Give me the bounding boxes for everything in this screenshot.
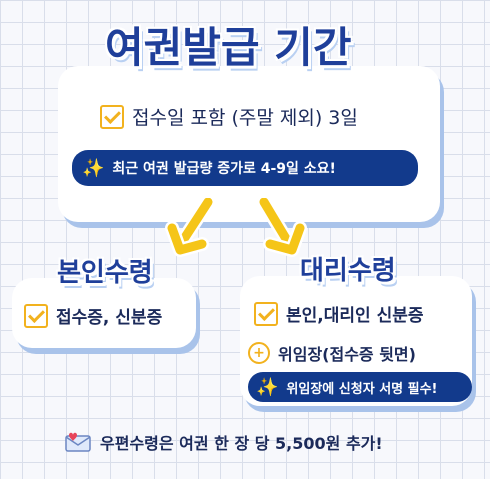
plus-circle-icon: + [248, 342, 270, 364]
self-pickup-row: 접수증, 신분증 [24, 303, 162, 328]
checkbox-icon [254, 301, 278, 326]
proxy-notice: ✨ 위임장에 신청자 서명 필수! [248, 372, 472, 402]
footer-row: 우편수령은 여권 한 장 당 5,500원 추가! [64, 430, 383, 454]
arrow-down-icon [257, 198, 307, 257]
proxy-item-row-1: 본인,대리인 신분증 [254, 301, 424, 326]
proxy-item-2: 위임장(접수증 뒷면) [278, 345, 416, 364]
period-notice-text: 최근 여권 발급량 증가로 4-9일 소요! [112, 161, 336, 177]
proxy-item-1: 본인,대리인 신분증 [286, 306, 424, 326]
proxy-notice-text: 위임장에 신청자 서명 필수! [286, 381, 438, 397]
period-check-row: 접수일 포함 (주말 제외) 3일 [100, 103, 358, 130]
period-notice: ✨ 최근 여권 발급량 증가로 4-9일 소요! [72, 150, 418, 186]
proxy-pickup-title: 대리수령 [300, 256, 396, 286]
page-title: 여권발급 기간 [105, 23, 352, 72]
envelope-heart-icon [65, 432, 91, 452]
period-text: 접수일 포함 (주말 제외) 3일 [132, 107, 358, 129]
footer-text: 우편수령은 여권 한 장 당 5,500원 추가! [100, 434, 383, 453]
sparkle-icon: ✨ [256, 376, 279, 398]
self-pickup-text: 접수증, 신분증 [56, 308, 163, 328]
period-card [58, 66, 440, 222]
arrow-down-icon [165, 198, 215, 257]
self-pickup-title: 본인수령 [57, 258, 153, 288]
checkbox-icon [100, 104, 124, 129]
sparkle-icon: ✨ [82, 157, 105, 179]
checkbox-icon [24, 303, 48, 328]
proxy-item-row-2: + 위임장(접수증 뒷면) [248, 341, 416, 365]
